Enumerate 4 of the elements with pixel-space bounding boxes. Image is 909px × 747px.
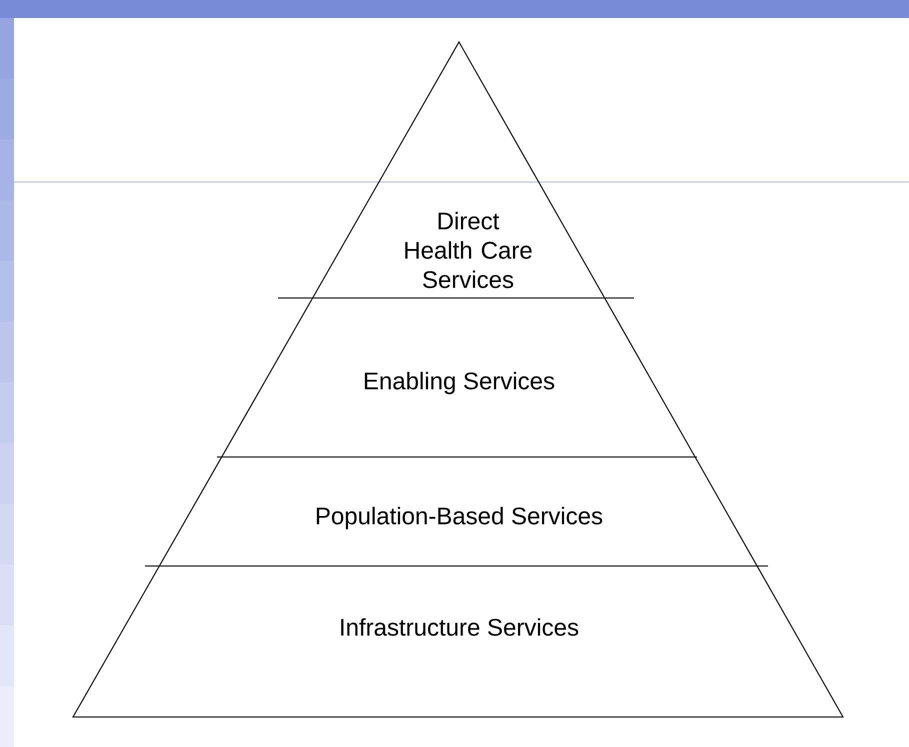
tier-label: Infrastructure Services	[341, 618, 578, 636]
tier-label: Direct Health Care Services	[405, 212, 532, 288]
tier-label: Enabling Services	[364, 372, 554, 394]
tier-label: Population-Based Services	[316, 506, 602, 530]
